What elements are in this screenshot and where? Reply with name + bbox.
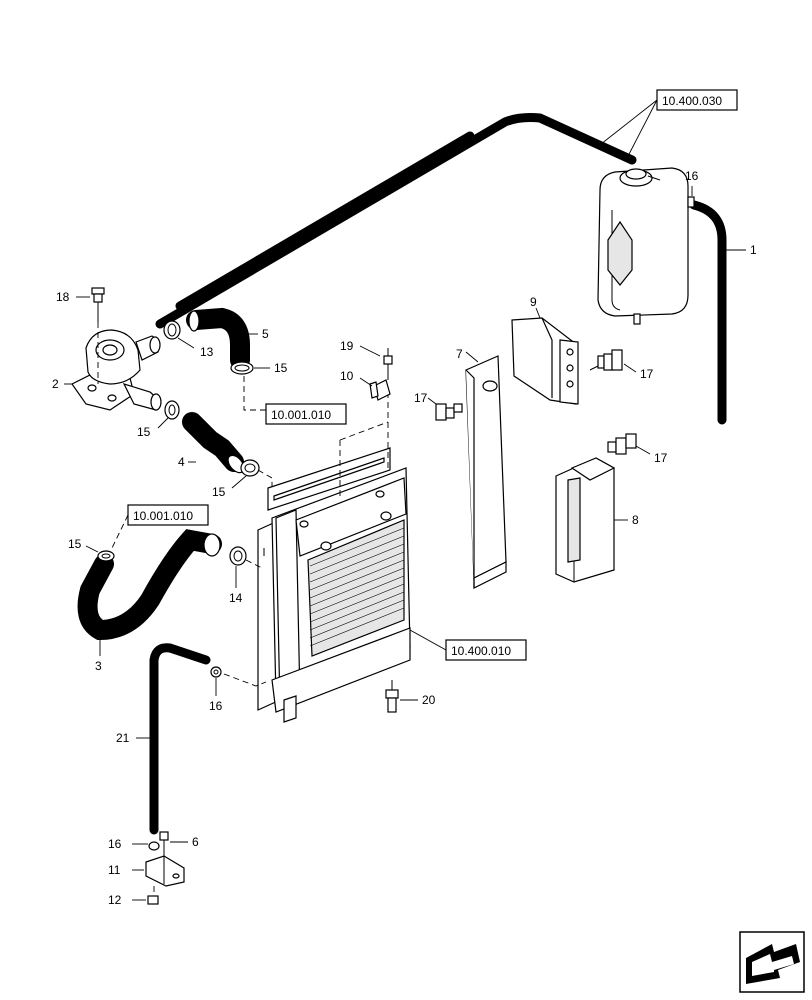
callout-16-bottom: 16 <box>108 837 122 851</box>
support-bracket-11 <box>145 855 185 887</box>
callout-4: 4 <box>178 455 185 469</box>
lower-hose-3 <box>77 529 222 641</box>
callout-13: 13 <box>200 345 214 359</box>
bracket-10 <box>369 379 391 401</box>
callout-9: 9 <box>530 295 537 309</box>
callout-17-left: 17 <box>414 391 428 405</box>
clamp-15-lower <box>240 459 260 477</box>
callout-6: 6 <box>192 835 199 849</box>
clamp-15-left <box>97 550 115 562</box>
ref-box-mid: 10.001.010 <box>265 403 347 425</box>
radiator-core-fins <box>309 527 405 647</box>
callout-5: 5 <box>262 327 269 341</box>
next-page-arrow-icon[interactable] <box>739 931 805 993</box>
water-pump-housing <box>71 329 162 411</box>
callout-20: 20 <box>422 693 436 707</box>
rubber-mount-8 <box>555 457 616 583</box>
callout-15-lower: 15 <box>212 485 226 499</box>
callout-21: 21 <box>116 731 130 745</box>
ref-box-top: 10.400.030 <box>595 89 738 161</box>
ref-label-10-400-030: 10.400.030 <box>662 94 722 108</box>
bolt-20 <box>385 680 399 713</box>
callout-16-radiator: 16 <box>209 699 223 713</box>
hose-part-4 <box>182 412 245 474</box>
callout-16-tank: 16 <box>685 169 699 183</box>
clamp-15-pump <box>164 400 180 420</box>
clamp-13 <box>163 320 181 340</box>
bolt-17-lower <box>607 433 637 455</box>
clamp-15-upper <box>230 361 254 375</box>
hose-part-1 <box>687 196 727 425</box>
expansion-tank <box>597 167 689 325</box>
hose-part-5 <box>186 307 250 370</box>
callout-11: 11 <box>108 863 121 877</box>
clamp-16-radiator <box>210 666 222 678</box>
ref-box-left: 10.001.010 <box>111 504 209 549</box>
callout-18: 18 <box>56 290 70 304</box>
ref-label-10-001-010-left: 10.001.010 <box>133 509 193 523</box>
hose-part-21 <box>149 643 211 835</box>
bolt-19 <box>383 348 393 380</box>
bolt-17-upper <box>589 349 623 371</box>
ref-label-10-001-010-mid: 10.001.010 <box>271 408 331 422</box>
nut-12 <box>147 895 159 905</box>
ref-label-10-400-010: 10.400.010 <box>451 644 511 658</box>
bolt-17-left <box>435 403 463 421</box>
long-overflow-hose <box>155 113 637 329</box>
mount-bracket-9 <box>511 317 579 405</box>
rubber-mount-7 <box>465 355 507 589</box>
clamp-16-bottom <box>148 841 160 851</box>
callout-15-pump: 15 <box>137 425 151 439</box>
callout-10: 10 <box>340 369 354 383</box>
callout-15-left: 15 <box>68 537 82 551</box>
callout-3: 3 <box>95 659 102 673</box>
callout-7: 7 <box>456 347 463 361</box>
callout-15-upper: 15 <box>274 361 288 375</box>
radiator <box>257 447 411 723</box>
callout-17-lower: 17 <box>654 451 668 465</box>
callout-8: 8 <box>632 513 639 527</box>
callout-14: 14 <box>229 591 243 605</box>
callout-2: 2 <box>52 377 59 391</box>
callout-19: 19 <box>340 339 354 353</box>
ref-box-radiator: 10.400.010 <box>445 639 527 661</box>
callout-1: 1 <box>750 243 757 257</box>
bolt-18 <box>91 287 105 322</box>
clamp-14 <box>229 546 247 566</box>
callout-17-upper: 17 <box>640 367 654 381</box>
callout-12: 12 <box>108 893 122 907</box>
